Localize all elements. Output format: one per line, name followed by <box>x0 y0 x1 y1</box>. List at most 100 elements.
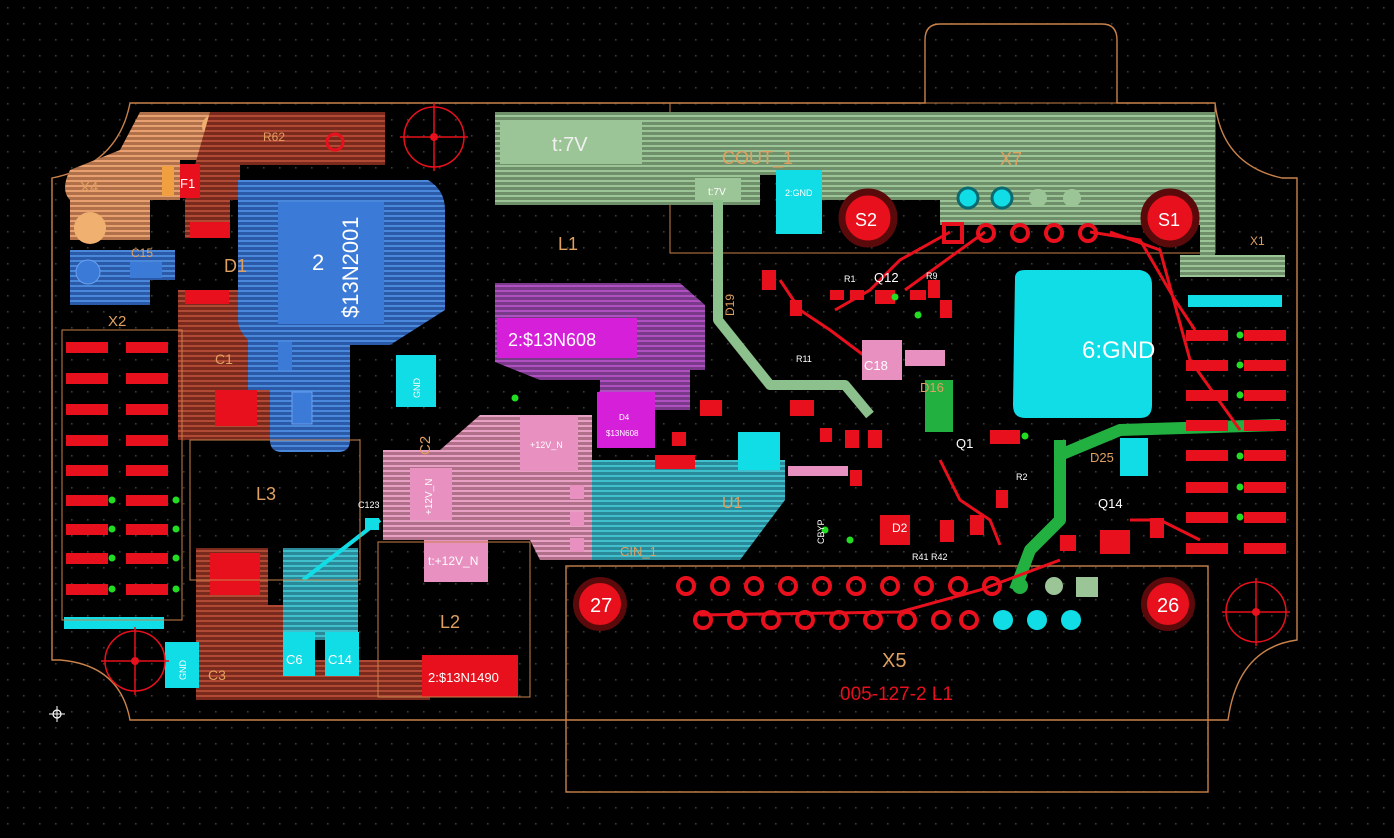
switch-s1-label: S1 <box>1158 210 1180 230</box>
net-label-d1-12v: +12V_N <box>530 440 563 450</box>
label-c6: C6 <box>286 652 303 667</box>
x5-pad-27[interactable] <box>573 577 627 631</box>
pour-7v <box>495 112 1215 255</box>
pad-c14[interactable] <box>325 632 359 676</box>
label-r41-r42: R41 R42 <box>912 552 948 562</box>
l3-outline <box>189 439 361 581</box>
pad-6gnd[interactable] <box>1013 270 1152 418</box>
switch-s2-label: S2 <box>855 210 877 230</box>
pad-d4[interactable] <box>597 392 655 448</box>
pad-green-d16[interactable] <box>925 380 953 432</box>
pad-x2-cyan[interactable] <box>64 617 164 629</box>
fiducial-bottom-left <box>101 627 169 695</box>
fiducial-right <box>1222 578 1290 646</box>
label-d16: D16 <box>920 380 944 395</box>
x5-pad-26-label: 26 <box>1157 595 1179 617</box>
net-label-13n1490: 2:$13N1490 <box>428 670 499 685</box>
label-x1: X1 <box>1250 234 1265 248</box>
net-label-13n608: 2:$13N608 <box>508 330 596 350</box>
x7-pins <box>942 186 1098 244</box>
x5-pad-27-label: 27 <box>590 595 612 617</box>
net-label-7v-big: t:7V <box>552 134 588 156</box>
net-label-6gnd: 6:GND <box>1082 337 1155 364</box>
pad-x1-cyan[interactable] <box>1188 295 1282 307</box>
switch-s1-pad[interactable] <box>1140 188 1200 248</box>
pad-7v-small[interactable] <box>695 178 741 202</box>
label-r2: R2 <box>1016 472 1028 482</box>
net-label-gnd-c2: GND <box>412 378 422 399</box>
pad-13n2001[interactable] <box>278 202 384 324</box>
pad-gnd-cout[interactable] <box>776 170 822 234</box>
pad-13n1490-top[interactable] <box>190 222 230 238</box>
label-c1: C1 <box>215 351 233 367</box>
pad-13n608[interactable] <box>497 318 637 358</box>
pad-13n490[interactable] <box>210 553 260 595</box>
pad-d1-side[interactable] <box>278 342 292 370</box>
pad-c15[interactable] <box>130 262 162 278</box>
pad-c1-b[interactable] <box>215 390 257 426</box>
label-r1: R1 <box>844 274 856 284</box>
label-c2: C2 <box>417 436 434 455</box>
x5-pad-26[interactable] <box>1141 577 1195 631</box>
label-c15: C15 <box>131 246 153 260</box>
label-l1: L1 <box>558 234 578 254</box>
pad-f1[interactable] <box>180 164 200 198</box>
pad-d1-12v[interactable] <box>520 415 578 471</box>
label-q1: Q1 <box>956 436 973 451</box>
smd-cluster <box>365 270 1164 554</box>
l2-outline <box>377 541 531 698</box>
trace-7v <box>713 200 874 419</box>
label-d2: D2 <box>892 521 908 535</box>
label-r62: R62 <box>263 130 285 144</box>
label-x4: X4 <box>80 179 98 196</box>
board-outline <box>51 23 1298 721</box>
pad-2001-left[interactable] <box>75 259 101 285</box>
pad-d25[interactable] <box>1120 438 1148 476</box>
pad-d1-small[interactable] <box>291 391 313 425</box>
pad-x4-a[interactable] <box>162 166 174 196</box>
label-cbyp: CBYP <box>816 519 826 544</box>
label-cin: CIN_1 <box>620 544 657 559</box>
label-f1: F1 <box>180 176 195 191</box>
label-r9: R9 <box>926 271 938 281</box>
x2-outline <box>61 329 183 621</box>
fiducial-top <box>400 103 468 171</box>
label-d1: D1 <box>224 256 247 276</box>
ref-d4: D4 <box>619 413 630 422</box>
mount-pad-x4[interactable] <box>74 212 106 244</box>
label-c18: C18 <box>864 358 888 373</box>
net-label-12v-a: +12V_N <box>424 479 435 515</box>
via-r62[interactable] <box>325 132 345 152</box>
label-l3: L3 <box>256 484 276 504</box>
pour-peach <box>65 112 210 240</box>
switch-s2-pad[interactable] <box>838 188 898 248</box>
pad-u1-gnd[interactable] <box>738 432 780 470</box>
net-label-gnd-cout: 2:GND <box>785 188 813 198</box>
pad-gnd-c2[interactable] <box>396 355 436 407</box>
pour-r62 <box>185 112 385 238</box>
x5-outline <box>565 565 1209 793</box>
x5-pins <box>676 576 1098 630</box>
net-label-gnd-c3: GND <box>178 660 188 681</box>
pad-7v-big[interactable] <box>500 122 642 164</box>
pad-13n1490[interactable] <box>422 655 518 697</box>
pad-gnd-c3[interactable] <box>165 642 199 688</box>
pad-12v-a[interactable] <box>410 468 452 520</box>
x2-pads <box>66 342 180 595</box>
label-x5: X5 <box>882 650 906 672</box>
label-c123: C123 <box>358 500 380 510</box>
pad-13n591[interactable] <box>185 290 229 304</box>
label-x7: X7 <box>1000 149 1022 169</box>
pad-c6[interactable] <box>283 632 315 676</box>
label-x5-part: 005-127-2 L1 <box>840 684 953 705</box>
label-c3: C3 <box>208 667 226 683</box>
net-label-12v-b: t:+12V_N <box>428 554 478 568</box>
net-label-13n2001: $13N2001 <box>338 216 363 318</box>
pad-12v-b[interactable] <box>424 540 488 582</box>
label-cout: COUT_1 <box>722 148 793 169</box>
net-label-d4: $13N608 <box>606 429 639 438</box>
label-q14: Q14 <box>1098 496 1123 511</box>
label-q12: Q12 <box>874 270 899 285</box>
label-d25: D25 <box>1090 450 1114 465</box>
